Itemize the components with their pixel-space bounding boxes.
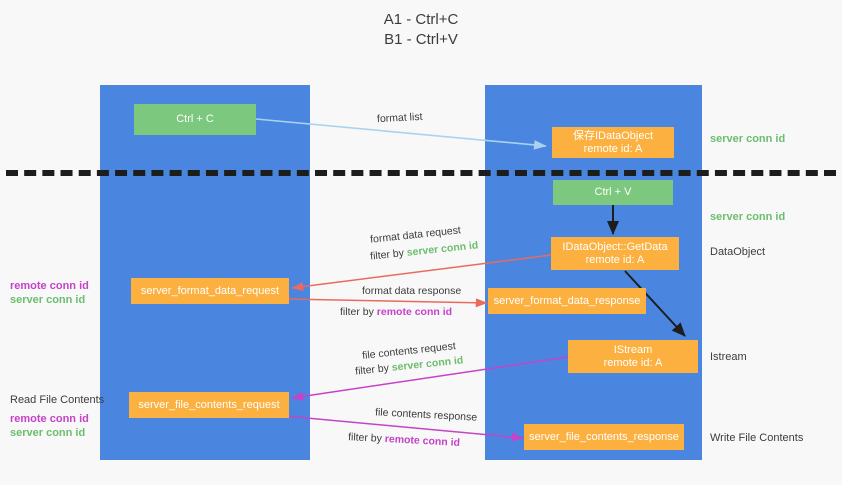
- label-left-remote-conn-id-1: remote conn id: [10, 280, 89, 292]
- edge-filter-format-data-response: filter by remote conn id: [340, 306, 452, 319]
- node-ctrl-v-line1: Ctrl + V: [594, 186, 632, 198]
- node-server-file-contents-request-label: server_file_contents_request: [138, 398, 280, 411]
- edge-filter-target-2: remote conn id: [376, 306, 453, 318]
- node-ctrl-c[interactable]: Ctrl + C: [134, 104, 256, 135]
- edge-label-file-contents-response: file contents response: [374, 406, 478, 424]
- node-server-file-contents-response-label: server_file_contents_response: [529, 430, 679, 443]
- edge-filter-target-1: server conn id: [406, 239, 479, 259]
- node-server-file-contents-request[interactable]: server_file_contents_request: [129, 392, 289, 418]
- page-title: A1 - Ctrl+C B1 - Ctrl+V: [383, 11, 459, 48]
- node-server-format-data-request[interactable]: server_format_data_request: [131, 278, 289, 304]
- label-left-server-conn-id-2: server conn id: [10, 427, 86, 439]
- node-istream-line2: remote id: A: [603, 356, 663, 369]
- node-server-format-data-response-label: server_format_data_response: [493, 294, 641, 307]
- node-ctrl-c-line1: Ctrl + C: [176, 113, 214, 125]
- node-idataobject-getdata-line1: IDataObject::GetData: [562, 240, 668, 253]
- node-istream-line1: IStream: [613, 343, 653, 356]
- edge-label-format-data-response: format data response: [362, 285, 462, 297]
- label-left-read-file-contents: Read File Contents: [10, 394, 105, 406]
- edge-filter-prefix-4: filter by: [347, 431, 383, 445]
- node-save-idataobject-line2: remote id: A: [583, 142, 643, 155]
- label-right-write-file-contents: Write File Contents: [710, 432, 804, 444]
- label-left-server-conn-id-1: server conn id: [10, 294, 86, 306]
- edge-filter-target-4: remote conn id: [384, 433, 461, 449]
- edge-filter-prefix-3: filter by: [354, 362, 390, 378]
- node-istream[interactable]: IStream remote id: A: [568, 340, 698, 373]
- label-right-server-conn-id-2: server conn id: [710, 211, 786, 223]
- phase-divider: [6, 170, 836, 176]
- label-left-remote-conn-id-2: remote conn id: [10, 413, 89, 425]
- node-server-format-data-request-label: server_format_data_request: [140, 284, 280, 297]
- node-idataobject-getdata[interactable]: IDataObject::GetData remote id: A: [551, 237, 679, 270]
- edge-filter-prefix-1: filter by: [369, 247, 405, 263]
- label-right-server-conn-id-1: server conn id: [710, 133, 786, 145]
- node-ctrl-v[interactable]: Ctrl + V: [553, 180, 673, 205]
- label-right-dataobject: DataObject: [710, 246, 766, 258]
- edge-filter-file-contents-response: filter by remote conn id: [348, 431, 461, 450]
- node-save-idataobject[interactable]: 保存IDataObject remote id: A: [552, 127, 674, 158]
- edge-label-format-list: format list: [376, 110, 423, 126]
- label-right-istream: Istream: [710, 351, 747, 363]
- node-server-file-contents-response[interactable]: server_file_contents_response: [524, 424, 684, 450]
- node-save-idataobject-line1: 保存IDataObject: [572, 129, 654, 142]
- node-server-format-data-response[interactable]: server_format_data_response: [488, 288, 646, 314]
- node-idataobject-getdata-line2: remote id: A: [585, 253, 645, 266]
- edge-filter-prefix-2: filter by: [340, 306, 374, 318]
